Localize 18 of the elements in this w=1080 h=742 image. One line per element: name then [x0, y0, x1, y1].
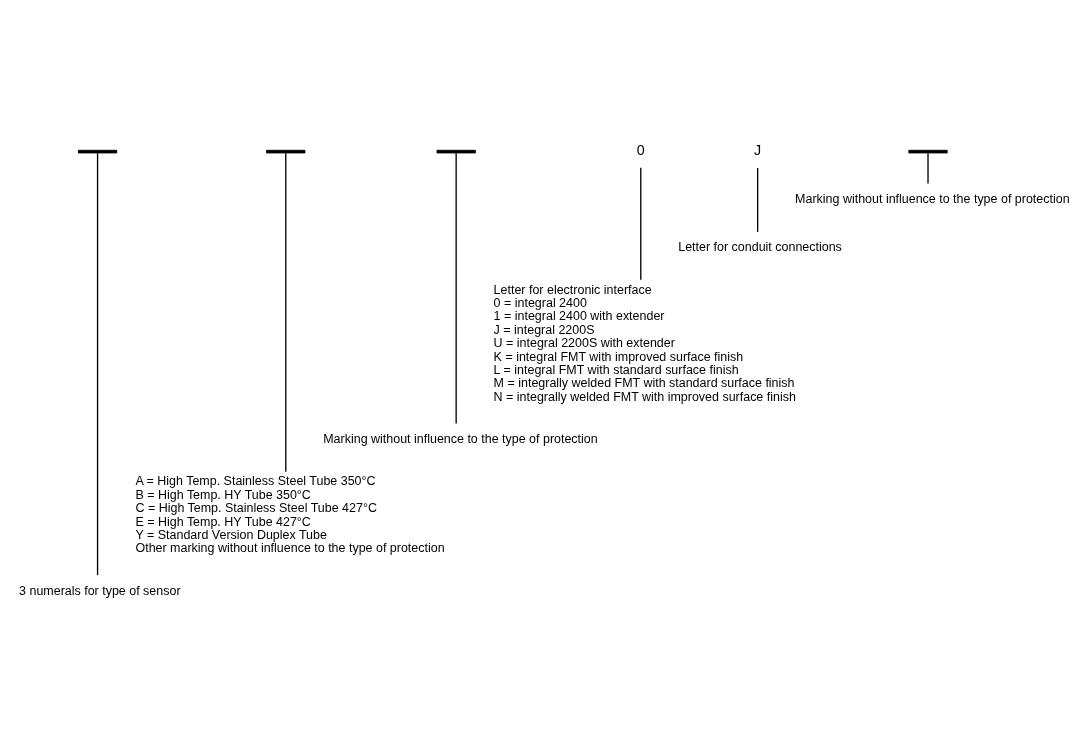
- node-text: Marking without influence to the type of protection: [795, 191, 1070, 206]
- connector: [455, 152, 457, 424]
- node-text: A = High Temp. Stainless Steel Tube 350°C B = High Temp. HY Tube 350°C C = High Temp. Stainless Steel Tube 427°C E = High Temp. HY Tube 427°C Y = Standard Version Duplex Tube Other marking without influence to the type of protection: [135, 473, 445, 555]
- node-text: Marking without influence to the type of protection: [323, 431, 598, 446]
- node-text: J: [754, 141, 762, 158]
- node-bar: [436, 149, 476, 153]
- connector: [96, 152, 99, 576]
- node-bar: [77, 149, 118, 153]
- node-bar: [266, 149, 306, 153]
- node-text: 3 numerals for type of sensor: [19, 583, 181, 598]
- connector: [640, 166, 642, 280]
- node-text: Letter for electronic interface 0 = integral 2400 1 = integral 2400 with extender J = integral 2200S U = integral 2200S with extender K = integral FMT with improved surface finish L = integral FMT with standard surface finish M = integrally welded FMT with standard surface finish N = integrally welded FMT with improved surface finish: [493, 282, 796, 404]
- connector: [285, 152, 287, 472]
- connector: [927, 152, 929, 184]
- node-text: Letter for conduit connections: [678, 239, 842, 254]
- node-text: 0: [636, 141, 645, 158]
- node-bar: [908, 149, 948, 153]
- connector: [757, 166, 759, 233]
